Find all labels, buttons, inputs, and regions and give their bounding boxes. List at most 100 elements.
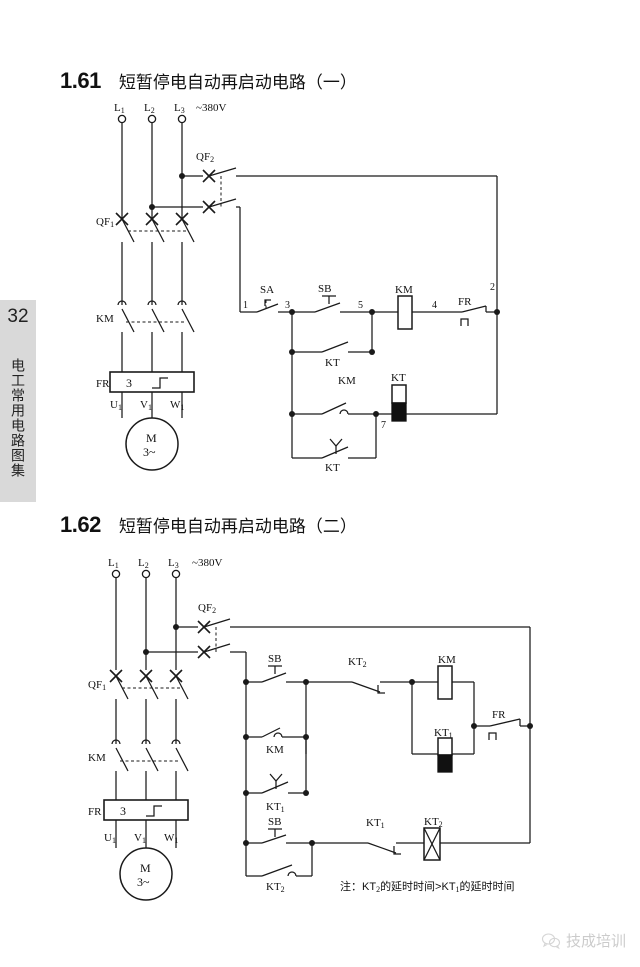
terminal-l1-2: [111, 569, 121, 579]
label-fr-poles-2: 3: [120, 804, 126, 818]
label-v1: V1: [140, 399, 152, 412]
section-heading-1-62: 1.62 短暂停电自动再启动电路（二）: [60, 512, 357, 538]
junction-kt-rung-right: [369, 349, 375, 355]
contactor-km-main-2[interactable]: KM: [88, 739, 189, 800]
book-title-vertical: 电工常用电路图集: [0, 334, 36, 502]
section-number-1-61: 1.61: [60, 68, 101, 93]
breaker-qf1-2[interactable]: QF1: [88, 669, 189, 744]
label-motor: M: [146, 431, 157, 445]
terminal-l3: [177, 114, 187, 124]
section-number-1-62: 1.62: [60, 512, 101, 537]
coil-kt1: KT1: [411, 682, 475, 773]
contact-kt2-aux[interactable]: KT2: [245, 843, 313, 894]
contact-kt-delay-1[interactable]: KT: [292, 312, 373, 369]
contact-km-aux[interactable]: KM: [292, 375, 376, 415]
contact-fr[interactable]: FR: [448, 296, 497, 326]
label-kt1-contact: KT1: [266, 801, 285, 814]
coil-kt: KT: [376, 372, 497, 422]
breaker-qf1[interactable]: QF1: [96, 212, 195, 305]
junction-km-aux-left-2: [243, 734, 249, 740]
contact-kt1-series[interactable]: KT1: [312, 817, 424, 855]
label-qf1: QF1: [96, 216, 114, 229]
contact-km-aux-2[interactable]: KM: [246, 727, 306, 756]
note-text: 注：KT2的延时时间>KT1的延时时间: [340, 879, 515, 894]
note-prefix: 注：: [340, 879, 362, 893]
label-qf2: QF2: [196, 151, 214, 164]
label-km-coil-2: KM: [438, 654, 456, 666]
node-3: 3: [285, 300, 290, 311]
label-qf2-2: QF2: [198, 602, 216, 615]
label-km-coil: KM: [395, 284, 413, 296]
label-sb-top: SB: [268, 653, 281, 665]
page-number: 32: [0, 300, 36, 334]
node-4: 4: [432, 300, 437, 311]
label-kt1-coil: KT1: [434, 727, 453, 740]
label-kt-coil: KT: [391, 372, 406, 384]
label-voltage: ~380V: [196, 102, 226, 114]
label-w1: W1: [170, 399, 184, 412]
contact-fr-2[interactable]: FR: [474, 709, 530, 740]
section-heading-1-61: 1.61 短暂停电自动再启动电路（一）: [60, 68, 357, 94]
label-kt2-aux: KT2: [266, 881, 285, 894]
button-sb-bottom[interactable]: SB: [246, 816, 312, 844]
label-sb: SB: [318, 283, 331, 295]
label-motor-phase: 3~: [143, 445, 156, 459]
node-5: 5: [358, 300, 363, 311]
label-kt2-coil: KT2: [424, 816, 443, 829]
motor-symbol-2: M 3~: [119, 847, 173, 901]
label-l1-2: L1: [108, 557, 119, 570]
terminal-l2-2: [141, 569, 151, 579]
junction-kt1-right: [303, 790, 309, 796]
label-km-aux-2: KM: [266, 744, 284, 756]
contact-kt2-series[interactable]: KT2: [306, 656, 412, 694]
circuit-diagram-1-62: L1 L2 L3 ~380V QF2 QF1 KM: [0, 548, 640, 948]
label-kt-contact-2: KT: [325, 462, 340, 474]
contact-kt1-branch[interactable]: KT1: [246, 737, 307, 814]
label-fr-box-2: FR: [88, 806, 102, 818]
label-fr-box: FR: [96, 378, 110, 390]
junction-kt-rung: [289, 349, 295, 355]
label-kt-contact-1: KT: [325, 357, 340, 369]
page-side-tab: 32 电工常用电路图集: [0, 300, 36, 502]
thermal-relay-fr-2: FR 3: [88, 799, 189, 848]
label-motor-phase-2: 3~: [137, 875, 150, 889]
label-kt1-series: KT1: [366, 817, 385, 830]
label-km-aux: KM: [338, 375, 356, 387]
switch-sa[interactable]: SA: [240, 284, 292, 313]
section-title-1-61: 短暂停电自动再启动电路（一）: [118, 73, 357, 92]
label-l3-2: L3: [168, 557, 179, 570]
thermal-relay-fr: FR 3: [96, 371, 195, 418]
contact-kt-delay-2[interactable]: KT: [291, 414, 377, 474]
watermark-text: 技成培训: [565, 933, 626, 950]
label-fr-contact-2: FR: [492, 709, 506, 721]
label-voltage-2: ~380V: [192, 557, 222, 569]
coil-km: KM: [372, 284, 448, 330]
terminal-l3-2: [171, 569, 181, 579]
breaker-qf2-2[interactable]: QF2: [197, 602, 256, 659]
junction-right-bus: [527, 723, 533, 729]
breaker-qf2[interactable]: QF2: [196, 151, 260, 214]
contactor-km-main[interactable]: KM: [96, 300, 195, 372]
label-qf1-2: QF1: [88, 679, 106, 692]
label-sb-bottom: SB: [268, 816, 281, 828]
label-v1-2: V1: [134, 832, 146, 845]
terminal-l1: [117, 114, 127, 124]
label-w1-2: W1: [164, 832, 178, 845]
button-sb-top[interactable]: SB: [246, 653, 306, 683]
junction-sb-left: [243, 679, 249, 685]
label-u1-2: U1: [104, 832, 116, 845]
label-l2-2: L2: [138, 557, 149, 570]
terminal-l2: [147, 114, 157, 124]
label-motor-2: M: [140, 861, 151, 875]
coil-kt2: KT2: [423, 816, 530, 861]
node-2: 2: [490, 282, 495, 293]
label-km-main-2: KM: [88, 752, 106, 764]
coil-km-2: KM: [412, 654, 475, 726]
label-fr-poles: 3: [126, 376, 132, 390]
section-title-1-62: 短暂停电自动再启动电路（二）: [118, 517, 357, 536]
label-km-main: KM: [96, 313, 114, 325]
label-u1: U1: [110, 399, 122, 412]
button-sb[interactable]: SB: [292, 283, 372, 313]
junction-kt1-left: [243, 790, 249, 796]
wechat-icon: [541, 932, 561, 949]
